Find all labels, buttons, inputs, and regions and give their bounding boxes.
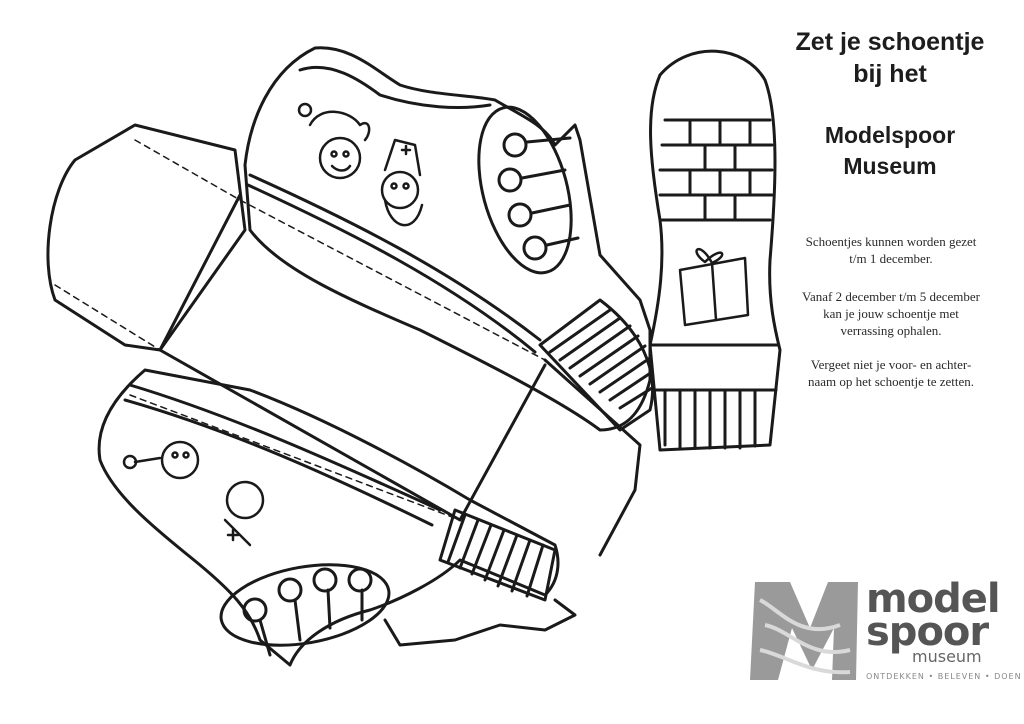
logo-tagline: ONTDEKKEN • BELEVEN • DOEN — [866, 672, 1022, 681]
info-paragraph-1: Schoentjes kunnen worden gezet t/m 1 dec… — [780, 233, 1002, 267]
logo-word-model: model — [866, 576, 1001, 622]
info-paragraph-2: Vanaf 2 december t/m 5 december kan je j… — [780, 288, 1002, 339]
sinterklaas-figure — [223, 480, 265, 547]
lower-toe-stripes — [438, 508, 557, 602]
info-line: verrassing ophalen. — [840, 323, 942, 338]
left-flap — [46, 123, 247, 352]
info-line: Vanaf 2 december t/m 5 december — [802, 289, 980, 304]
title-line-2: bij het — [853, 60, 927, 88]
sinterklaas-figure — [380, 138, 424, 227]
logo-word-museum: museum — [912, 647, 982, 666]
shoe-sole — [648, 49, 782, 452]
zwarte-piet-figure — [297, 102, 371, 180]
lower-shoe-panel — [97, 368, 560, 667]
info-paragraph-3: Vergeet niet je voor- en achter- naam op… — [780, 356, 1002, 390]
museum-name-line-2: Museum — [843, 153, 937, 179]
info-line: Schoentjes kunnen worden gezet — [805, 234, 977, 249]
title-line-1: Zet je schoentje — [795, 28, 985, 56]
upper-shoe-panel — [243, 46, 655, 432]
logo-word-spoor: spoor — [866, 609, 989, 655]
upper-toe-stripes — [538, 298, 655, 432]
info-line: naam op het schoentje te zetten. — [807, 374, 975, 389]
center-panel — [158, 193, 642, 557]
info-line: t/m 1 december. — [849, 251, 933, 266]
zwarte-piet-figure — [122, 440, 200, 480]
museum-name-line-1: Modelspoor — [824, 122, 956, 148]
info-line: Vergeet niet je voor- en achter- — [810, 357, 972, 372]
lace-holes-upper — [497, 132, 580, 261]
page-title: Zet je schoentje bij het — [770, 26, 1010, 90]
gift-icon — [678, 248, 750, 327]
museum-logo-mark — [750, 582, 858, 680]
lace-holes-lower — [242, 567, 373, 657]
info-line: kan je jouw schoentje met — [823, 306, 959, 321]
museum-name: Modelspoor Museum — [770, 120, 1010, 182]
